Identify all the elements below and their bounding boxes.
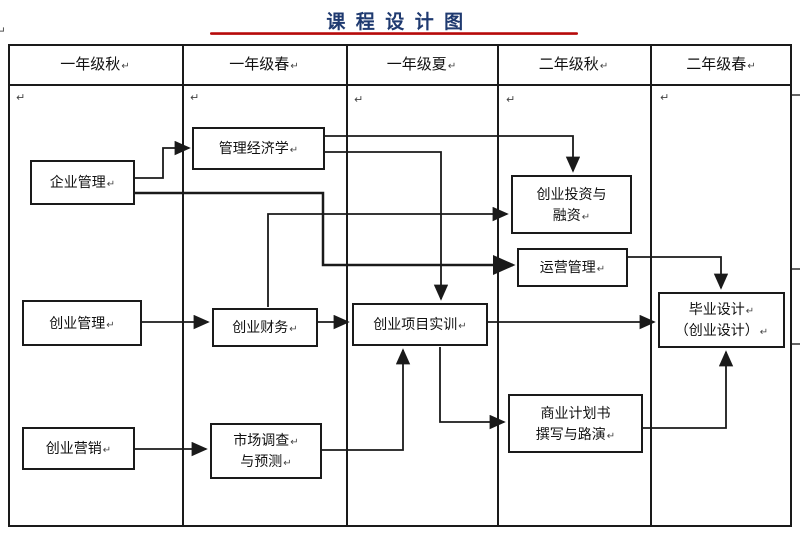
title-underline-rule [210,32,578,35]
node-line: 融资↵ [553,205,590,226]
node-label: 创业财务 [232,319,289,335]
node-label: 创业投资与 [536,185,607,202]
return-mark: ↵ [106,319,115,331]
node-label: 与预测 [240,453,283,469]
table-border [8,44,792,527]
column-divider-2 [346,44,348,527]
node-label: 创业营销 [45,440,102,456]
header-label: 二年级春 [686,56,747,73]
node-line: 商业计划书 [541,403,611,424]
column-divider-3 [497,44,499,527]
header-cell-year1-spring[interactable]: 一年级春↵ [182,46,346,84]
return-mark: ↵ [660,92,670,104]
column-divider-1 [182,44,184,527]
page-title: 课程设计图 [326,12,474,33]
return-mark: ↵ [290,61,299,72]
node-graduation-design[interactable]: 毕业设计↵ （创业设计）↵ [658,292,785,348]
return-mark: ↵ [506,94,516,106]
node-label: 创业管理 [49,314,106,331]
node-line: 与预测↵ [240,451,291,472]
node-entrepreneurship-management[interactable]: 创业管理↵ [22,300,142,346]
return-mark: ↵ [458,321,467,332]
header-label: 一年级春 [229,56,290,73]
node-label: （创业设计） [674,322,759,338]
node-line: 创业投资与 [537,184,607,205]
header-cell-year2-spring[interactable]: 二年级春↵ [650,46,792,84]
node-business-plan-roadshow[interactable]: 商业计划书 撰写与路演↵ [508,394,643,453]
column-divider-4 [650,44,652,527]
node-label: 企业管理 [49,174,106,190]
node-label: 融资 [552,206,581,223]
node-label: 商业计划书 [540,404,611,421]
return-mark: ↵ [283,458,292,469]
return-mark: ↵ [190,92,200,104]
return-mark: ↵ [106,179,116,190]
node-line: 创业营销↵ [46,438,111,459]
return-mark: ↵ [290,437,299,448]
node-line: 创业项目实训↵ [373,314,466,335]
node-operations-management[interactable]: 运营管理↵ [517,248,628,287]
node-entrepreneurship-marketing[interactable]: 创业营销↵ [22,427,135,470]
return-mark: ↵ [759,327,769,338]
node-venture-investment-financing[interactable]: 创业投资与 融资↵ [511,175,632,234]
return-mark: ↵ [747,61,756,72]
header-label: 二年级秋 [538,56,599,73]
return-mark: ↵ [745,306,755,317]
header-label: 一年级秋 [60,56,121,73]
return-mark: ↵ [606,430,616,442]
node-managerial-economics[interactable]: 管理经济学↵ [192,127,325,170]
node-enterprise-management[interactable]: 企业管理↵ [30,160,135,205]
node-line: 撰写与路演↵ [536,424,615,445]
return-mark: ↵ [102,445,112,456]
header-label: 一年级夏 [386,56,447,73]
node-line: （创业设计）↵ [675,320,768,341]
node-line: 管理经济学↵ [219,138,298,159]
return-mark: ↵ [596,264,606,275]
header-cell-year1-fall[interactable]: 一年级秋↵ [8,46,182,84]
return-mark: ↵ [599,61,609,72]
row-end-tick [792,343,800,345]
return-mark: ↵ [289,145,299,156]
return-mark: ↵ [0,24,7,38]
node-label: 创业项目实训 [373,316,458,332]
node-line: 创业管理↵ [49,313,114,334]
node-market-survey-forecast[interactable]: 市场调查↵ 与预测↵ [210,423,322,479]
node-label: 管理经济学 [218,140,289,156]
header-cell-year1-summer[interactable]: 一年级夏↵ [346,46,497,84]
node-label: 市场调查 [233,432,290,448]
row-end-tick [792,268,800,270]
node-venture-project-training[interactable]: 创业项目实训↵ [352,303,488,346]
node-entrepreneurial-finance[interactable]: 创业财务↵ [212,308,318,347]
node-line: 运营管理↵ [540,257,605,278]
return-mark: ↵ [16,92,26,104]
node-line: 市场调查↵ [233,430,298,451]
return-mark: ↵ [581,211,591,223]
return-mark: ↵ [447,61,457,72]
return-mark: ↵ [121,61,130,72]
node-line: 毕业设计↵ [689,299,754,320]
node-label: 运营管理 [539,259,596,275]
node-line: 创业财务↵ [232,317,297,338]
row-end-tick [792,94,800,96]
node-label: 撰写与路演 [535,425,606,442]
return-mark: ↵ [354,94,364,106]
header-row-separator [8,84,792,86]
return-mark: ↵ [289,324,298,335]
node-line: 企业管理↵ [50,172,115,193]
node-label: 毕业设计 [688,301,745,317]
header-cell-year2-fall[interactable]: 二年级秋↵ [497,46,650,84]
